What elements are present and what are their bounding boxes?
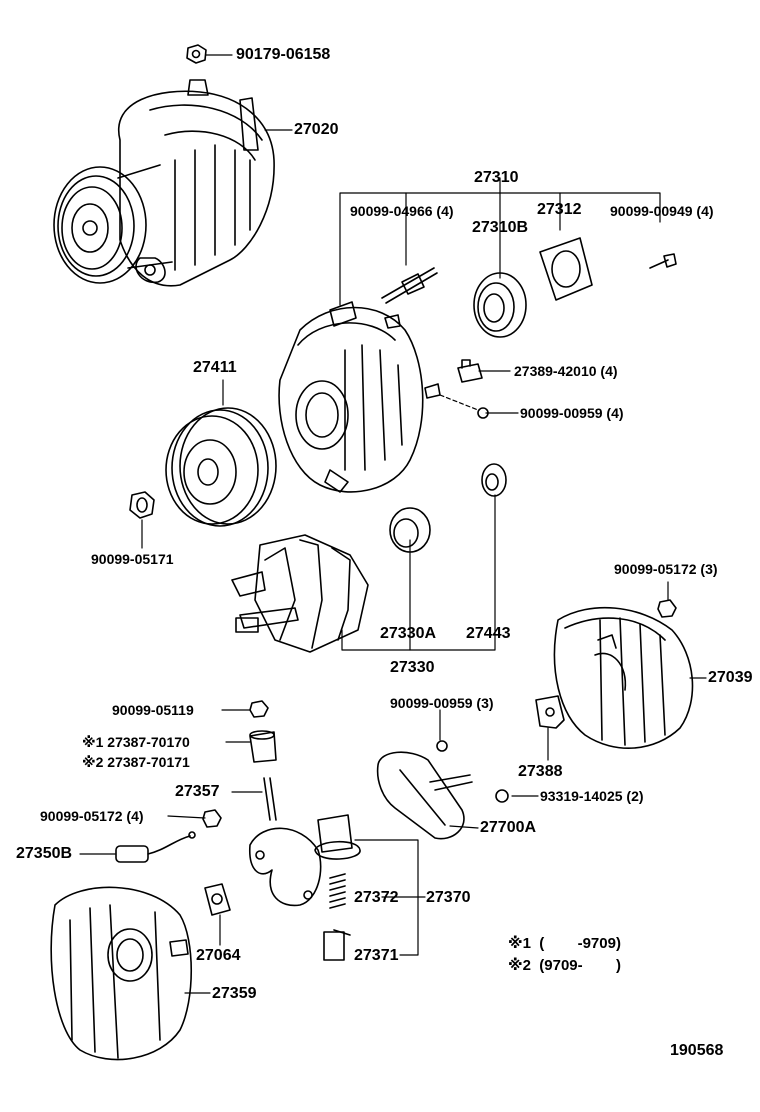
label-90099-05119: 90099-05119 bbox=[112, 702, 194, 718]
label-90099-00959-4: 90099-00959 (4) bbox=[520, 405, 624, 421]
label-27389-42010: 27389-42010 (4) bbox=[514, 363, 618, 379]
label-27700A: 27700A bbox=[480, 819, 537, 836]
label-27330A: 27330A bbox=[380, 625, 437, 642]
terminal-bolt-27357-icon bbox=[263, 777, 277, 821]
alternator-assembly-icon bbox=[53, 79, 275, 287]
screw-93319-14025-icon bbox=[495, 789, 509, 803]
label-90099-05172-3: 90099-05172 (3) bbox=[614, 561, 718, 577]
label-27387-70170: ※1 27387-70170 bbox=[82, 734, 190, 750]
retainer-plate-27312-icon bbox=[539, 237, 593, 301]
label-27312: 27312 bbox=[537, 201, 582, 218]
leader-lines bbox=[79, 54, 707, 994]
bearing-27330A-icon bbox=[389, 507, 431, 553]
gasket-27064-icon bbox=[204, 883, 231, 916]
label-90099-05172-4: 90099-05172 (4) bbox=[40, 808, 144, 824]
brush-27371-icon bbox=[323, 929, 351, 961]
label-27310: 27310 bbox=[474, 169, 519, 186]
brush-holder-27370-icon bbox=[314, 814, 361, 860]
label-90099-04966: 90099-04966 (4) bbox=[350, 203, 454, 219]
clip-27389-42010-icon bbox=[457, 359, 483, 383]
regulator-27700A-icon bbox=[376, 751, 473, 840]
nut-90179-06158-icon bbox=[186, 44, 207, 64]
label-27064: 27064 bbox=[196, 947, 241, 964]
label-90099-00949: 90099-00949 (4) bbox=[610, 203, 714, 219]
label-27020: 27020 bbox=[294, 121, 339, 138]
spring-27372-icon bbox=[329, 873, 346, 909]
rotor-27330-icon bbox=[231, 534, 369, 653]
note-applicability-2: ※2 (9709- ) bbox=[508, 957, 621, 974]
label-27370: 27370 bbox=[426, 889, 471, 906]
nut-90099-05119-icon bbox=[249, 700, 269, 718]
label-27330: 27330 bbox=[390, 659, 435, 676]
label-27039: 27039 bbox=[708, 669, 753, 686]
pulley-27411-icon bbox=[165, 407, 277, 527]
nut-90099-05172-4-icon bbox=[202, 809, 222, 828]
capacitor-27350B-icon bbox=[115, 831, 196, 863]
label-90099-05171: 90099-05171 bbox=[91, 551, 174, 567]
nut-90099-05172-3-icon bbox=[657, 599, 677, 618]
terminal-insulator-27388-icon bbox=[535, 695, 565, 729]
screw-90099-00959-3-icon bbox=[436, 740, 448, 752]
label-27387-70171: ※2 27387-70171 bbox=[82, 754, 190, 770]
rear-frame-27359-icon bbox=[50, 886, 193, 1061]
rear-end-cover-27039-icon bbox=[553, 606, 694, 750]
label-27372: 27372 bbox=[354, 889, 399, 906]
label-27411: 27411 bbox=[193, 359, 237, 376]
screw-90099-00949-icon bbox=[649, 253, 677, 269]
bolt-90099-04966-icon bbox=[381, 267, 438, 304]
rectifier-holder-icon bbox=[249, 827, 322, 907]
screw-90099-00959-4-icon bbox=[477, 407, 489, 419]
nut-90099-05171-icon bbox=[129, 491, 155, 519]
label-27388: 27388 bbox=[518, 763, 563, 780]
label-90099-00959-3: 90099-00959 (3) bbox=[390, 695, 494, 711]
bearing-27310B-icon bbox=[473, 272, 527, 338]
label-27371: 27371 bbox=[354, 947, 399, 964]
drive-end-frame-icon bbox=[278, 301, 441, 493]
insulator-27387-icon bbox=[249, 730, 277, 763]
label-27359: 27359 bbox=[212, 985, 257, 1002]
label-93319-14025: 93319-14025 (2) bbox=[540, 788, 644, 804]
label-27350B: 27350B bbox=[16, 845, 73, 862]
label-27443: 27443 bbox=[466, 625, 511, 642]
label-90179-06158: 90179-06158 bbox=[236, 46, 331, 63]
cover-27443-icon bbox=[481, 463, 507, 497]
label-27357: 27357 bbox=[175, 783, 220, 800]
diagram-id: 190568 bbox=[670, 1042, 724, 1059]
note-applicability-1: ※1 ( -9709) bbox=[508, 935, 621, 952]
label-27310B: 27310B bbox=[472, 219, 529, 236]
